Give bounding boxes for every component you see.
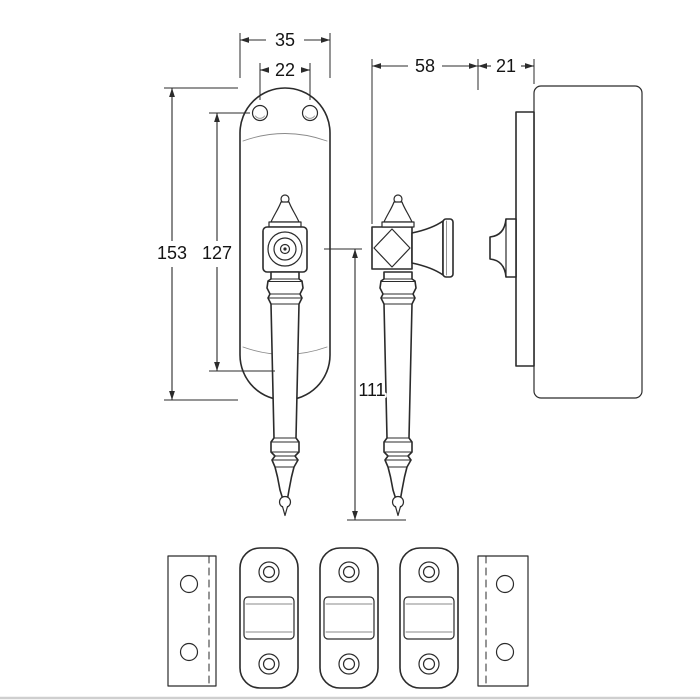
keeper-plate-right xyxy=(477,555,529,687)
keeper-middle-3 xyxy=(399,547,459,689)
mounted-side-view xyxy=(489,85,643,399)
handle-grip xyxy=(266,271,304,517)
screw-hole-top-left xyxy=(251,104,269,122)
side-view xyxy=(371,194,454,517)
grip-end-point xyxy=(281,505,289,517)
keeper-box xyxy=(243,596,295,640)
dim-plate-width-label: 35 xyxy=(275,30,295,50)
spindle-boss xyxy=(262,226,308,273)
dimension-screw-centres-vertical: 127 xyxy=(200,112,275,372)
keeper-middle-2 xyxy=(319,547,379,689)
dimension-plate-height: 153 xyxy=(155,87,238,401)
dim-screw-centres-horizontal-label: 22 xyxy=(275,60,295,80)
handle-finial-side xyxy=(381,194,415,228)
grip-turning-rings xyxy=(267,278,303,468)
dim-handle-drop-label: 111 xyxy=(358,380,385,400)
keeper-plate-left xyxy=(167,555,217,687)
keeper-middle-1 xyxy=(239,547,299,689)
boss-trumpet xyxy=(489,218,517,278)
frame-section xyxy=(533,85,643,399)
dimension-plate-width: 35 xyxy=(239,28,331,78)
boss-flange xyxy=(442,218,454,278)
dim-screw-centres-vertical-label: 127 xyxy=(202,243,232,263)
front-view xyxy=(239,87,331,517)
plate-edge xyxy=(515,111,535,367)
grip-end-ball xyxy=(278,495,292,509)
backplate-top-contour xyxy=(242,133,328,142)
dimension-handle-drop: 111 xyxy=(324,248,406,521)
dim-backset-depth-label: 21 xyxy=(496,56,516,76)
dimension-backset-depth: 21 xyxy=(478,54,535,84)
boss-cone xyxy=(411,220,444,276)
spindle-hole-diamond xyxy=(373,228,411,268)
dim-plate-height-label: 153 xyxy=(157,243,187,263)
screw-hole-top-right xyxy=(301,104,319,122)
dim-projection-label: 58 xyxy=(415,56,435,76)
dimension-screw-centres-horizontal: 22 xyxy=(259,58,311,100)
dimension-projection: 58 xyxy=(371,54,479,224)
